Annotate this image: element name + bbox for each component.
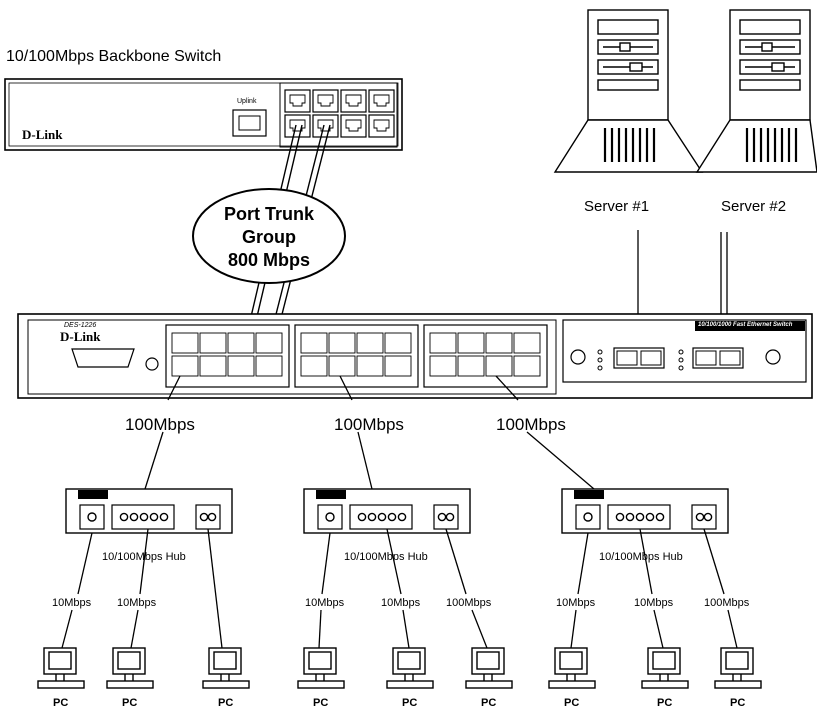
pc-icon — [714, 647, 762, 689]
main-switch — [17, 313, 813, 399]
hub-3 — [561, 488, 729, 534]
trunk-label-line3: 800 Mbps — [227, 250, 311, 270]
hub-2-link-2: 10Mbps — [381, 597, 421, 609]
uplink-speed-2: 100Mbps — [334, 415, 404, 434]
pc-label: PC — [122, 697, 138, 709]
pc-icon — [37, 647, 85, 689]
pc-label: PC — [657, 697, 673, 709]
pc-icon — [202, 647, 250, 689]
backbone-switch — [4, 78, 403, 151]
uplink-cables — [144, 375, 595, 490]
main-switch-brand-logo: D-Link — [60, 329, 101, 344]
pc-cables — [61, 528, 738, 649]
uplink-port — [232, 109, 267, 137]
switch-port-groups — [165, 324, 548, 388]
hub-2 — [303, 488, 471, 534]
pc-icon — [297, 647, 345, 689]
server-1 — [553, 9, 704, 173]
pc-label: PC — [53, 697, 69, 709]
uplink-speed-1: 100Mbps — [125, 415, 195, 434]
pc-icon — [465, 647, 513, 689]
hub-2-link-3: 100Mbps — [446, 597, 492, 609]
main-switch-model: DES-1226 — [64, 322, 97, 329]
pc-label: PC — [313, 697, 329, 709]
server-1-label: Server #1 — [584, 198, 650, 215]
pc-icons — [37, 647, 762, 689]
pc-icon — [641, 647, 689, 689]
hub-3-link-1: 10Mbps — [556, 597, 596, 609]
pc-label: PC — [564, 697, 580, 709]
console-port — [71, 348, 135, 368]
hub-3-label: 10/100Mbps Hub — [599, 551, 683, 563]
uplink-label: Uplink — [237, 98, 257, 105]
hub-1-link-1: 10Mbps — [52, 597, 92, 609]
trunk-label-line2: Group — [242, 227, 296, 247]
pc-icon — [386, 647, 434, 689]
trunk-group-ellipse — [192, 188, 346, 284]
hub-3-link-2: 10Mbps — [634, 597, 674, 609]
hub-1 — [65, 488, 233, 534]
pc-label: PC — [402, 697, 418, 709]
pc-label: PC — [481, 697, 497, 709]
fiber-module-label: 10/100/1000 Fast Ethernet Switch — [698, 322, 793, 328]
trunk-label-line1: Port Trunk — [223, 204, 314, 224]
backbone-title: 10/100Mbps Backbone Switch — [6, 48, 222, 65]
uplink-speed-3: 100Mbps — [496, 415, 566, 434]
hub-2-link-1: 10Mbps — [305, 597, 345, 609]
server-2-label: Server #2 — [721, 198, 787, 215]
hub-1-label: 10/100Mbps Hub — [102, 551, 186, 563]
server-2 — [695, 9, 817, 173]
backbone-ports — [284, 89, 395, 138]
hub-1-link-2: 10Mbps — [117, 597, 157, 609]
pc-label: PC — [730, 697, 746, 709]
backbone-brand-logo: D-Link — [22, 127, 63, 142]
pc-icon — [106, 647, 154, 689]
hub-2-label: 10/100Mbps Hub — [344, 551, 428, 563]
hub-3-link-3: 100Mbps — [704, 597, 750, 609]
pc-icon — [548, 647, 596, 689]
pc-label: PC — [218, 697, 234, 709]
